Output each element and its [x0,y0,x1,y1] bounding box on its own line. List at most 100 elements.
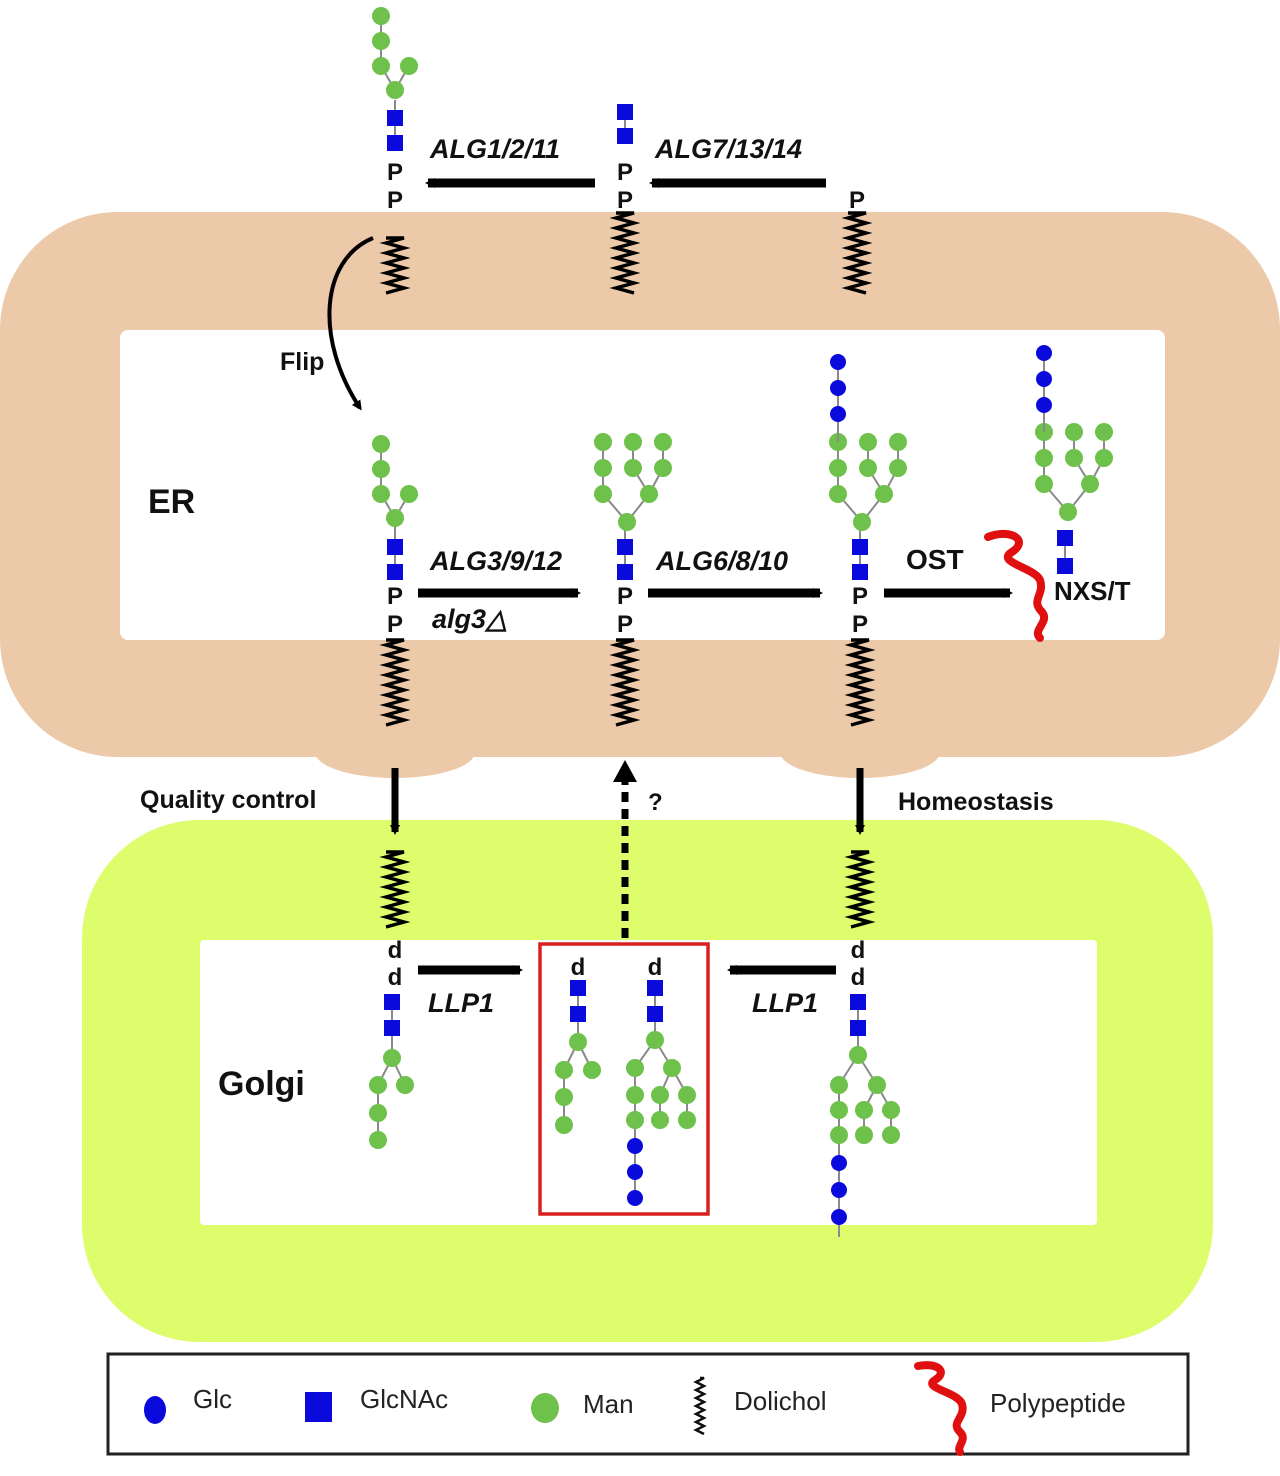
dolichol-anchor-er-2 [609,638,641,727]
man-residue [889,459,907,477]
phosphate-label: P [387,583,403,610]
glc-residue [831,1209,847,1225]
man-residue [678,1086,696,1104]
man-residue [369,1131,387,1149]
man-residue [369,1104,387,1122]
quality-control-label: Quality control [140,786,316,814]
phosphate-label: P [617,583,633,610]
man-residue [624,459,642,477]
er-vesicle-bud-left [315,726,475,778]
man-residue [859,459,877,477]
legend-label-dolichol: Dolichol [734,1386,827,1416]
phosphate-label: P [617,187,633,214]
legend-label-glcnac: GlcNAc [360,1384,448,1414]
man-residue [855,1101,873,1119]
legend-item-glc: Glc [144,1384,232,1424]
man-residue [830,1126,848,1144]
man-residue [386,509,404,527]
glc-residue [627,1164,643,1180]
man-residue [849,1046,867,1064]
man-residue [555,1061,573,1079]
man-residue [1065,449,1083,467]
phosphate-label: P [617,611,633,638]
dolichol-anchor-er-1 [379,638,411,727]
phosphate-label: P [617,159,633,186]
man-residue [555,1116,573,1134]
glcnac-residue [387,564,403,580]
man-residue [646,1031,664,1049]
glcnac-residue [617,539,633,555]
glcnac-residue [1057,558,1073,574]
glcnac-square-icon [305,1392,332,1422]
man-residue [1095,449,1113,467]
golgi-compartment: Golgi [82,820,1213,1342]
man-residue [853,513,871,531]
alg3-mutant-label: alg3△ [432,604,507,634]
man-residue [369,1076,387,1094]
man-residue [583,1061,601,1079]
man-residue [386,81,404,99]
legend-label-polypeptide: Polypeptide [990,1388,1126,1418]
polypeptide-icon [914,1361,967,1456]
dolichol-anchor-golgi-2 [844,850,876,929]
glc-residue [830,406,846,422]
glc-circle-icon [144,1396,166,1424]
enzyme-alg3-label: ALG3/9/12 [429,546,562,576]
flip-label: Flip [280,348,324,376]
man-residue [830,1076,848,1094]
legend-item-dolichol: Dolichol [693,1376,827,1436]
man-residue [400,57,418,75]
man-residue [626,1059,644,1077]
man-residue [1035,449,1053,467]
man-residue [400,485,418,503]
phosphate-label: d [388,937,403,964]
legend-item-polypeptide: Polypeptide [914,1361,1126,1456]
man-residue [372,485,390,503]
man-residue [618,513,636,531]
enzyme-llp1-right-label: LLP1 [752,988,818,1018]
man-residue [654,459,672,477]
er-vesicle-bud-right [780,726,940,778]
man-residue [594,433,612,451]
man-residue [569,1033,587,1051]
man-residue [855,1126,873,1144]
glcnac-residue [850,994,866,1010]
enzyme-alg1-label: ALG1/2/11 [429,134,560,164]
glc-residue [830,354,846,370]
man-residue [830,1101,848,1119]
dolichol-anchor-top-2 [609,211,641,295]
glcnac-residue [617,104,633,120]
phosphate-label: P [852,583,868,610]
glc-residue [1036,345,1052,361]
man-residue [654,433,672,451]
golgi-lumen [200,940,1097,1225]
glcnac-residue [387,135,403,151]
man-residue [372,435,390,453]
enzyme-llp1-left-label: LLP1 [428,988,494,1018]
golgi-label: Golgi [218,1065,305,1103]
phosphate-label: d [648,954,663,981]
legend-label-glc: Glc [193,1384,232,1414]
man-residue [555,1088,573,1106]
man-residue [372,7,390,25]
man-residue [396,1076,414,1094]
acceptor-site-label: NXS/T [1054,576,1131,606]
arrow-unknown-head [613,760,637,782]
phosphate-label: d [571,954,586,981]
glcnac-residue [850,1020,866,1036]
glcnac-residue [1057,530,1073,546]
man-residue [875,485,893,503]
glcnac-residue [570,1006,586,1022]
legend: Glc GlcNAc Man Dolichol Polypeptide [106,1352,1190,1456]
glcnac-residue [617,128,633,144]
man-residue [859,433,877,451]
phosphate-label: d [851,937,866,964]
man-residue [594,459,612,477]
glc-residue [627,1190,643,1206]
glcnac-residue [570,980,586,996]
polypeptide-chain [984,529,1048,642]
enzyme-ost-label: OST [906,544,964,575]
man-residue [678,1111,696,1129]
man-residue [651,1086,669,1104]
phosphate-label: P [387,159,403,186]
